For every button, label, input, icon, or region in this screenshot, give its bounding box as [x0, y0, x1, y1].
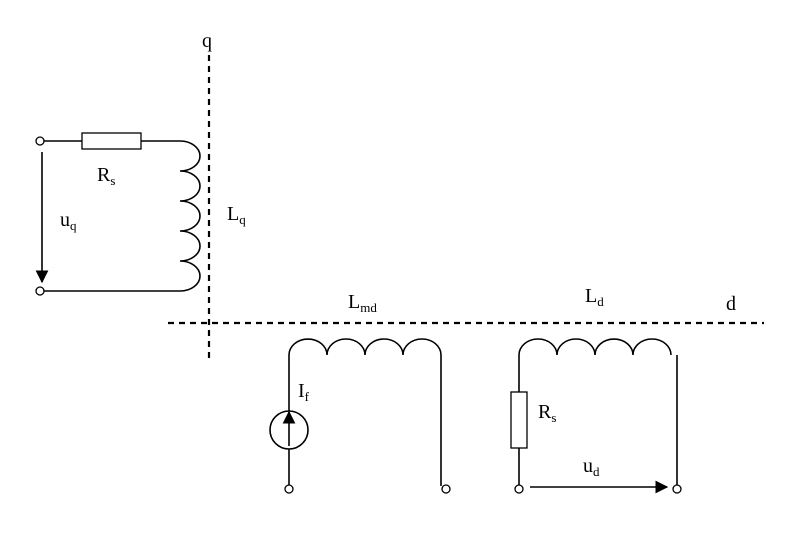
lmd-label: Lmd	[348, 291, 377, 315]
lq-label: Lq	[227, 203, 246, 227]
ud-label: ud	[583, 455, 600, 479]
lq-inductor-coil	[179, 140, 201, 292]
ld-label: Ld	[585, 285, 604, 309]
q-axis-label: q	[202, 30, 212, 52]
d-axis-label: d	[726, 293, 736, 315]
stator-terminal-left	[514, 484, 524, 494]
q-axis-circuit: Rs uq Lq	[35, 132, 246, 296]
stator-terminal-right	[672, 484, 682, 494]
d-stator-resistor	[510, 391, 528, 449]
q-stator-resistor	[81, 132, 142, 150]
d-axis-field-circuit: Lmd If	[269, 291, 451, 494]
rs-q-label: Rs	[97, 164, 115, 188]
lmd-inductor-coil	[288, 338, 442, 356]
ld-inductor-coil	[518, 338, 672, 356]
field-terminal-right	[441, 484, 451, 494]
d-axis-stator-circuit: Ld Rs ud	[510, 285, 682, 494]
q-terminal-bottom	[35, 286, 45, 296]
uq-label: uq	[60, 209, 77, 233]
field-terminal-left	[284, 484, 294, 494]
rs-d-label: Rs	[538, 401, 556, 425]
if-label: If	[298, 380, 310, 404]
q-terminal-top	[35, 136, 45, 146]
